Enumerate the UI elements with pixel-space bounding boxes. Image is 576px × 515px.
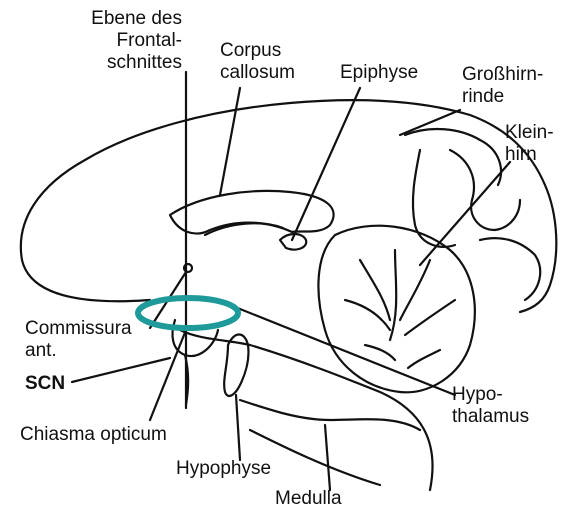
leader-chiasma <box>150 330 186 420</box>
scn-highlight-ring <box>138 298 238 328</box>
leader-kleinhirn <box>420 162 510 265</box>
label-chiasma: Chiasma opticum <box>20 424 167 446</box>
label-hypothalamus: Hypo- thalamus <box>452 384 529 428</box>
cerebellum-branch <box>365 345 395 360</box>
brainstem-lower <box>240 400 420 430</box>
label-scn: SCN <box>25 373 65 395</box>
label-medulla: Medulla <box>275 488 342 510</box>
label-corpus-callosum: Corpus callosum <box>220 40 295 84</box>
cerebellum-branch <box>408 350 440 368</box>
label-frontal-plane: Ebene des Frontal- schnittes <box>60 8 182 74</box>
cerebrum-outline <box>21 100 556 312</box>
label-hypophyse: Hypophyse <box>176 458 271 480</box>
label-grosshirnrinde: Großhirn- rinde <box>462 64 543 108</box>
cerebellum-branch <box>345 300 390 330</box>
cerebellum-branch <box>400 260 430 320</box>
leader-corpus <box>220 88 240 195</box>
corpus-callosum-shape <box>170 191 334 234</box>
leader-hypophyse <box>236 395 240 460</box>
cerebellum-branch <box>360 260 390 320</box>
label-epiphyse: Epiphyse <box>340 62 418 84</box>
leader-grosshirn <box>400 110 460 135</box>
corpus-callosum-inner <box>205 223 283 235</box>
cortex-fold <box>480 238 540 300</box>
label-commissura: Commissura ant. <box>25 318 132 362</box>
label-kleinhirn: Klein- hirn <box>505 122 554 166</box>
leader-epiphyse <box>292 88 360 240</box>
cerebellum-branch <box>390 250 396 340</box>
cerebellum-branch <box>405 300 455 335</box>
leader-medulla <box>325 425 330 490</box>
